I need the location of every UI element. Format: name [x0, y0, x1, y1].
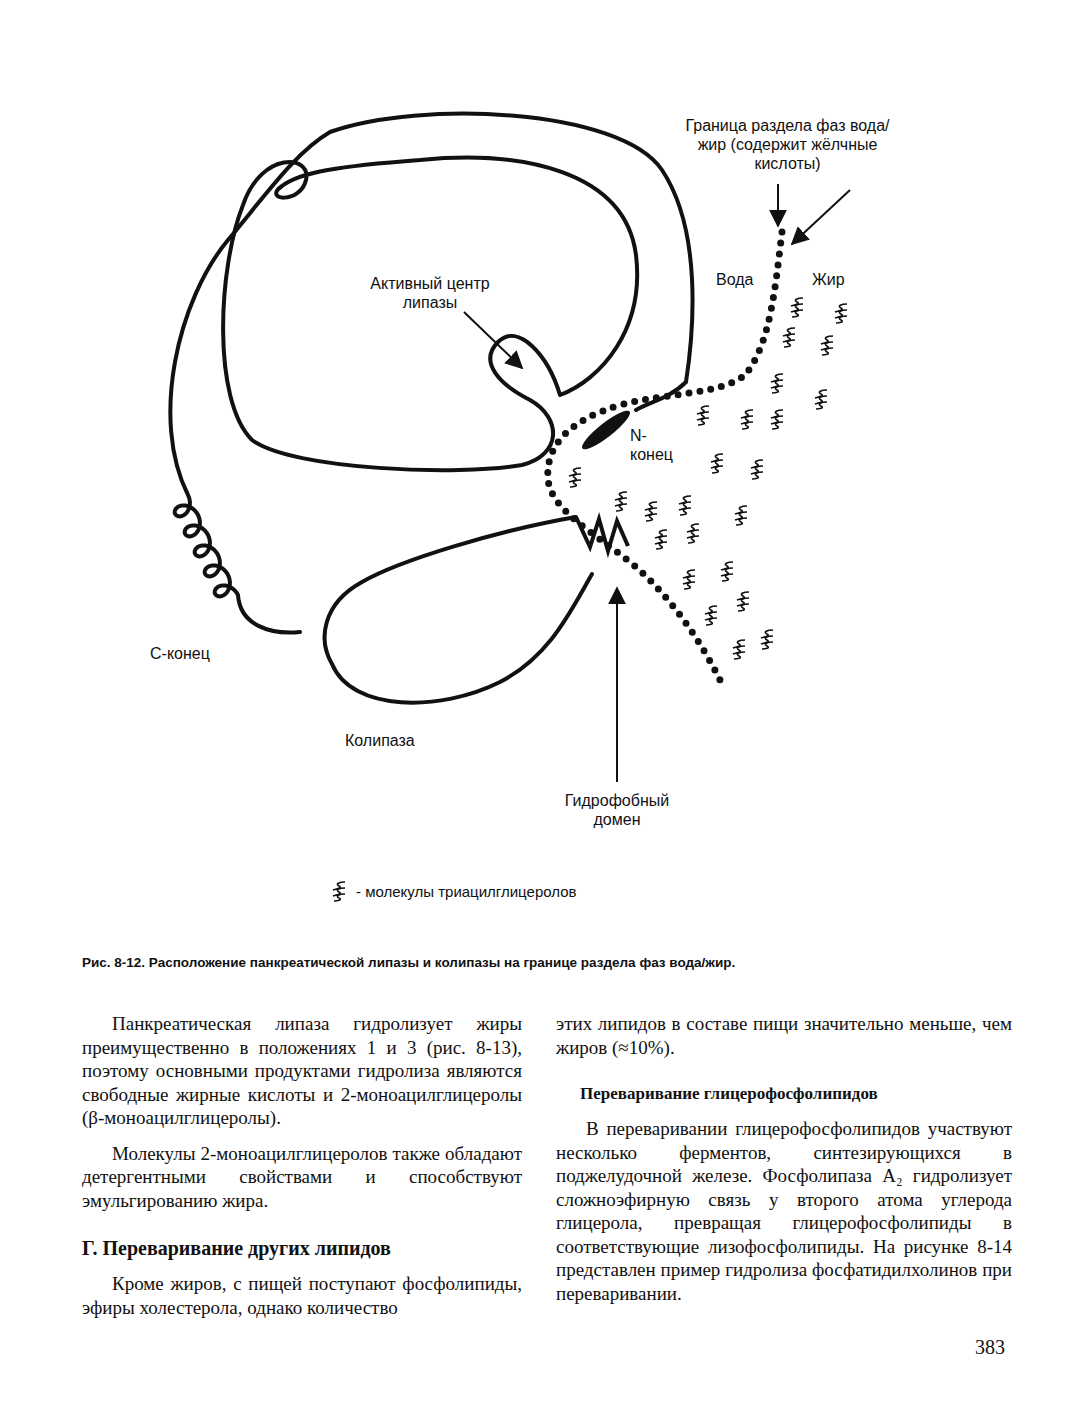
c-terminus-label: С-конец	[150, 644, 240, 663]
triacylglycerol-symbol	[771, 410, 783, 429]
legend-symbol	[333, 882, 345, 901]
triacylglycerol-symbol	[679, 496, 691, 515]
triacylglycerol-symbol	[711, 454, 723, 473]
triacylglycerol-symbol	[705, 606, 717, 625]
paragraph: Панкреатическая липаза гидролизует жиры …	[82, 1012, 522, 1130]
triacylglycerol-symbol	[771, 374, 783, 393]
triacylglycerol-symbol	[687, 524, 699, 543]
fat-label: Жир	[812, 270, 862, 289]
triacylglycerol-symbol	[615, 492, 627, 511]
triacylglycerol-symbol	[791, 298, 803, 317]
active-site-label: Активный центр липазы	[355, 274, 505, 312]
triacylglycerol-symbol	[645, 502, 657, 521]
hydrophobic-domain-label: Гидрофобный домен	[547, 791, 687, 829]
triacylglycerol-symbol	[821, 336, 833, 355]
page-number: 383	[975, 1336, 1005, 1359]
paragraph: Кроме жиров, с пищей поступают фосфолипи…	[82, 1272, 522, 1319]
leader-arrow	[777, 184, 779, 226]
n-terminus-blob	[578, 406, 634, 454]
triacylglycerol-symbol	[835, 304, 847, 323]
text-column: Панкреатическая липаза гидролизует жиры …	[82, 1012, 522, 1319]
leader-arrow	[792, 190, 850, 244]
triacylglycerol-symbol	[683, 570, 695, 589]
text-column: этих липидов в составе пищи значительно …	[556, 1012, 1012, 1305]
leader-arrow	[464, 312, 522, 368]
n-terminus-label: N- конец	[630, 426, 682, 464]
triacylglycerol-symbol	[655, 530, 667, 549]
colipase-chain	[325, 517, 592, 703]
legend-text: - молекулы триацилглицеролов	[356, 882, 576, 901]
triacylglycerol-symbol	[697, 406, 709, 425]
triacylglycerol-symbol	[733, 640, 745, 659]
triacylglycerol-symbol	[815, 390, 827, 409]
paragraph: Молекулы 2-моноацилглицеролов также обла…	[82, 1142, 522, 1213]
triacylglycerol-symbols	[569, 298, 847, 659]
subsection-heading: Переваривание глицерофосфолипидов	[556, 1083, 1012, 1105]
triacylglycerol-symbol	[721, 562, 733, 581]
triacylglycerol-symbol	[761, 630, 773, 649]
triacylglycerol-symbol	[569, 468, 581, 487]
section-heading: Г. Переваривание других липидов	[82, 1236, 522, 1260]
figure-caption: Рис. 8-12. Расположение панкреатической …	[82, 955, 1042, 970]
triacylglycerol-symbol	[783, 328, 795, 347]
boundary-label: Граница раздела фаз вода/жир (содержит ж…	[680, 116, 895, 173]
triacylglycerol-symbol	[735, 506, 747, 525]
colipase-label: Колипаза	[345, 731, 445, 750]
paragraph: этих липидов в составе пищи значительно …	[556, 1012, 1012, 1059]
triacylglycerol-symbol	[737, 592, 749, 611]
triacylglycerol-symbol	[751, 460, 763, 479]
interface-boundary	[548, 232, 782, 680]
water-label: Вода	[716, 270, 766, 289]
paragraph: В переваривании глицерофосфолипидов учас…	[556, 1117, 1012, 1305]
triacylglycerol-symbol	[741, 410, 753, 429]
leader-arrow	[616, 588, 618, 782]
hydrophobic-domain	[576, 517, 628, 551]
